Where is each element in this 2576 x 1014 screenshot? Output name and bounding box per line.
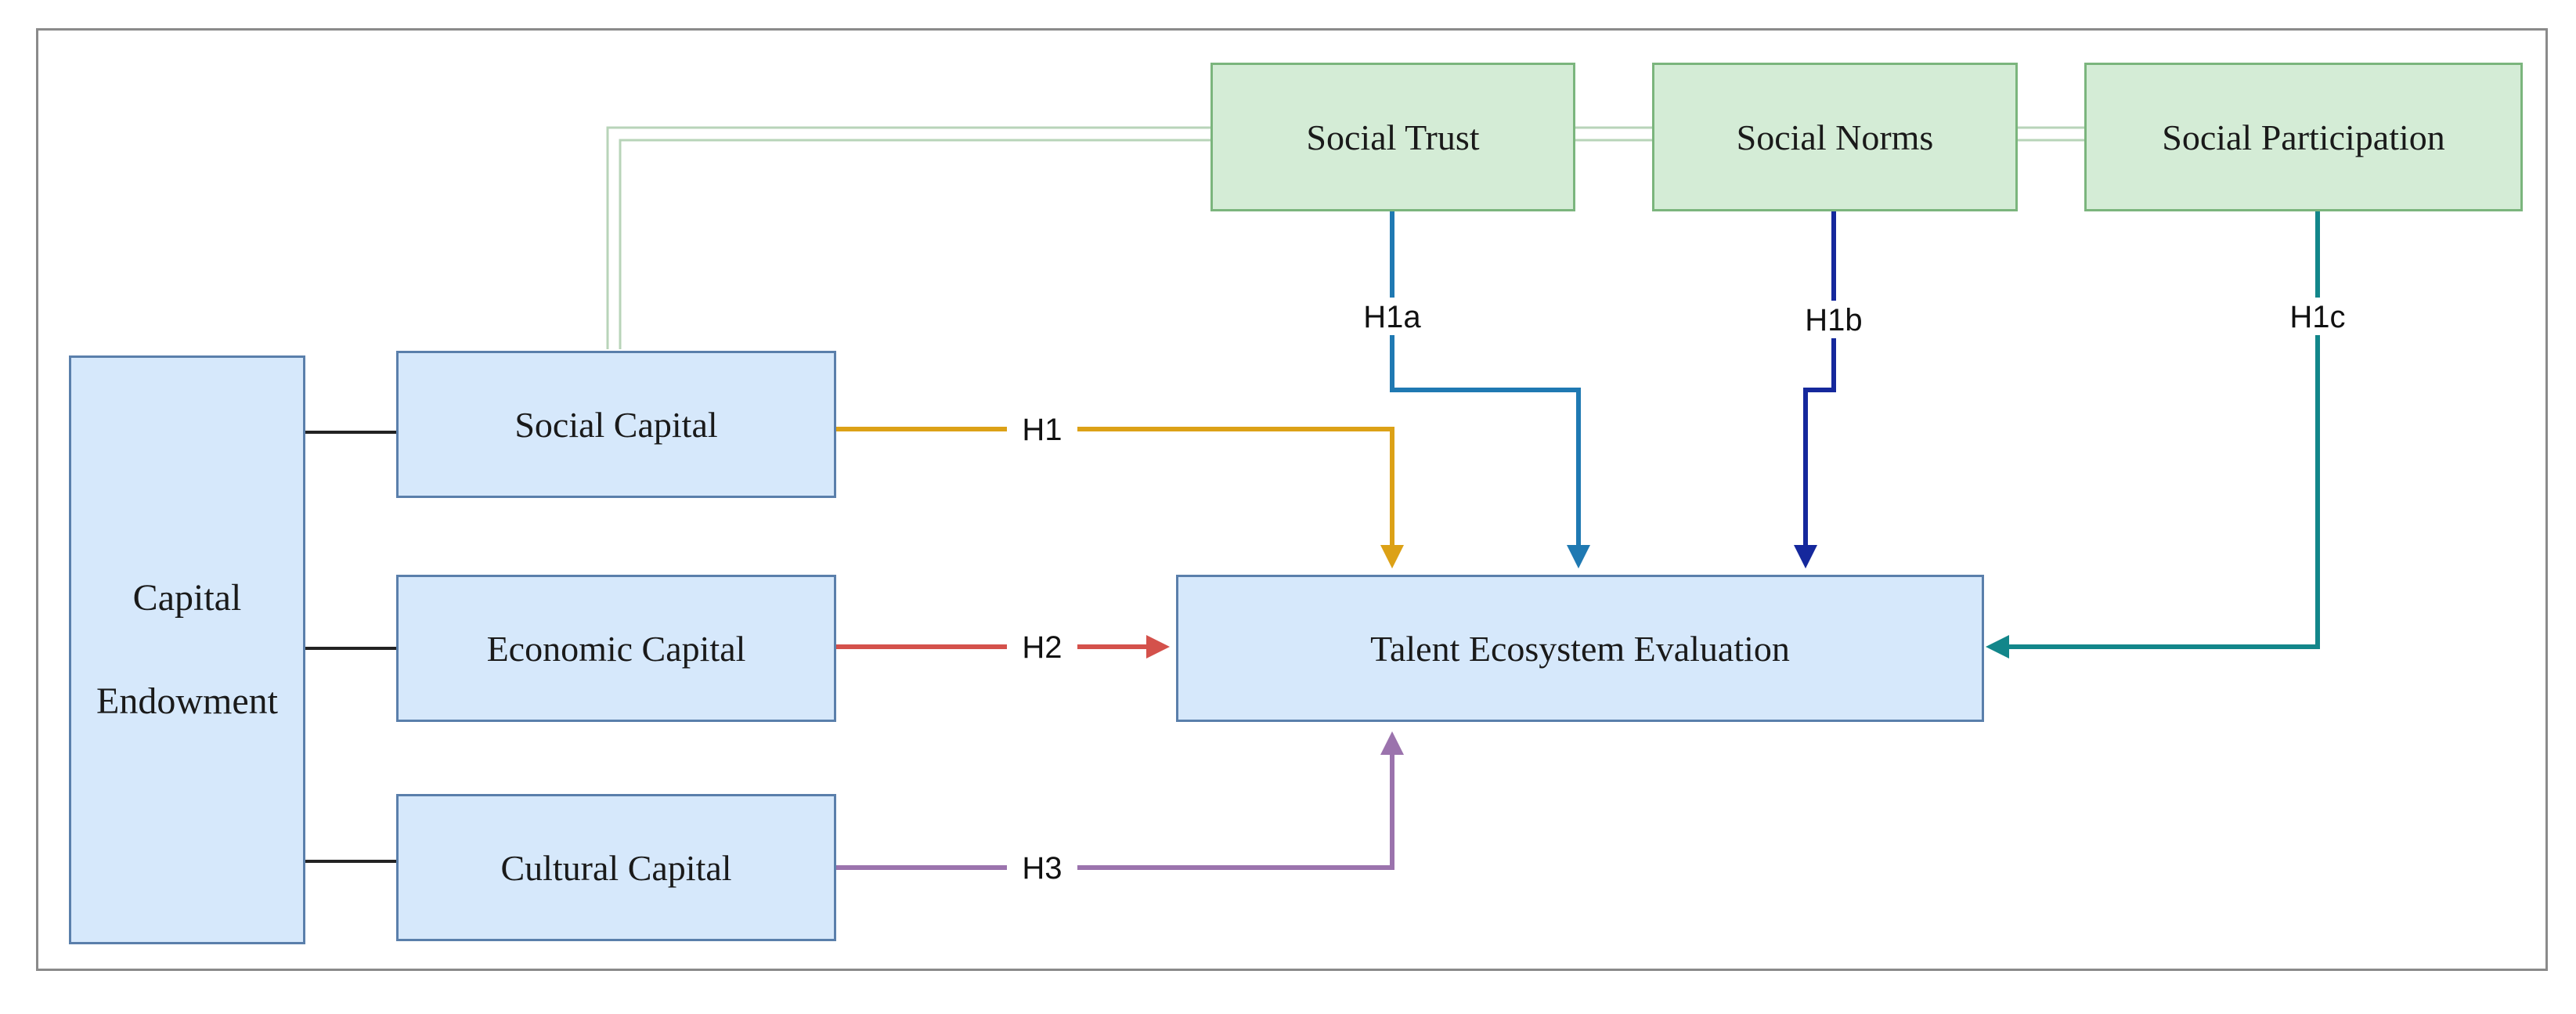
h1b-arrow bbox=[1794, 210, 1836, 568]
capital-endowment-label: Capital Endowment bbox=[96, 577, 278, 722]
h2-label-bg bbox=[1007, 628, 1077, 666]
economic-capital-label: Economic Capital bbox=[486, 628, 746, 669]
endowment-links bbox=[304, 431, 398, 863]
social-trust-label: Social Trust bbox=[1306, 117, 1480, 157]
social-participation-box: Social Participation bbox=[2084, 63, 2523, 211]
h1a-arrow bbox=[1390, 210, 1590, 568]
h1a-label-bg bbox=[1353, 298, 1431, 335]
h2-label: H2 bbox=[1022, 630, 1062, 665]
h1c-label-bg bbox=[2278, 298, 2357, 335]
capital-endowment-box: Capital Endowment bbox=[69, 355, 305, 944]
talent-ecosystem-label: Talent Ecosystem Evaluation bbox=[1370, 628, 1790, 669]
h1a-label: H1a bbox=[1363, 300, 1421, 334]
h1-arrow bbox=[836, 427, 1404, 568]
h3-label: H3 bbox=[1022, 851, 1062, 886]
h1b-label-bg bbox=[1795, 301, 1873, 338]
h1c-label: H1c bbox=[2289, 300, 2345, 334]
social-trust-box: Social Trust bbox=[1210, 63, 1575, 211]
cultural-capital-box: Cultural Capital bbox=[396, 794, 836, 941]
social-participation-label: Social Participation bbox=[2162, 117, 2445, 157]
cultural-capital-label: Cultural Capital bbox=[500, 847, 732, 888]
h1-label-bg bbox=[1007, 410, 1077, 448]
talent-ecosystem-box: Talent Ecosystem Evaluation bbox=[1176, 575, 1984, 722]
social-capital-box: Social Capital bbox=[396, 351, 836, 498]
h1c-arrow bbox=[1986, 210, 2320, 659]
h3-label-bg bbox=[1007, 849, 1077, 886]
social-capital-link bbox=[606, 126, 2084, 349]
economic-capital-box: Economic Capital bbox=[396, 575, 836, 722]
h1-label: H1 bbox=[1022, 413, 1062, 447]
h1b-label: H1b bbox=[1805, 303, 1862, 337]
social-capital-label: Social Capital bbox=[514, 404, 718, 445]
social-norms-label: Social Norms bbox=[1736, 117, 1934, 157]
social-norms-box: Social Norms bbox=[1652, 63, 2018, 211]
h3-arrow bbox=[836, 731, 1404, 870]
